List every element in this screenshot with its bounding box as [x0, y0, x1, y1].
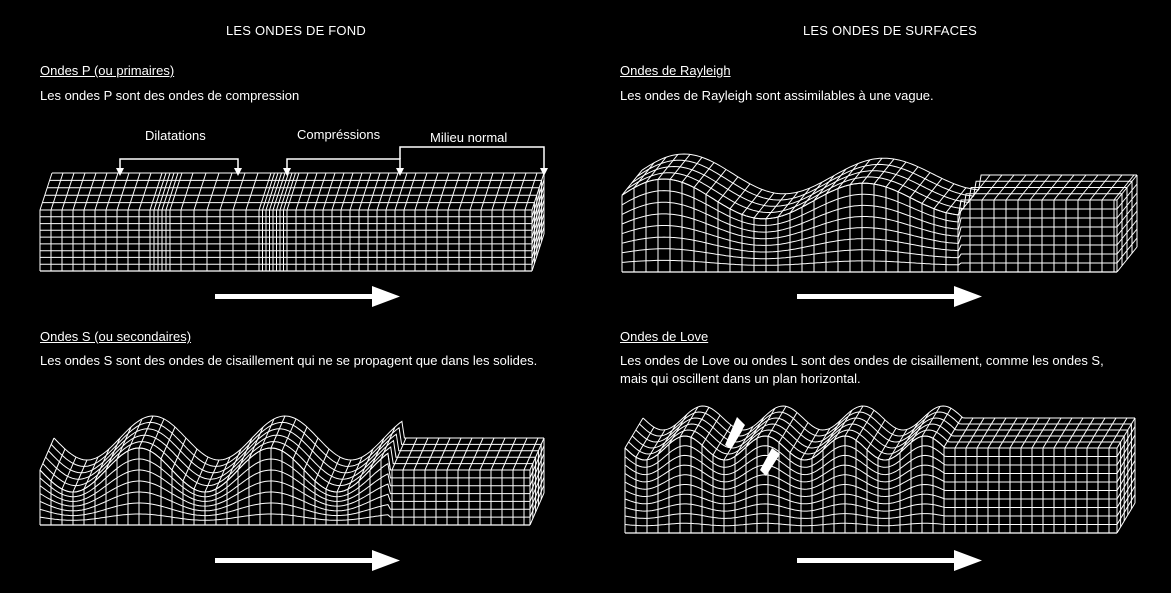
- dilatations-right-arrowhead: [234, 168, 242, 176]
- p-waves-title: Ondes P (ou primaires): [40, 63, 175, 78]
- compressions-left-arrowhead: [283, 168, 291, 176]
- love-waves-description-line1: Les ondes de Love ou ondes L sont des on…: [620, 353, 1104, 368]
- dilatations-label: Dilatations: [145, 128, 206, 143]
- normal-medium-label: Milieu normal: [430, 130, 508, 145]
- love-wave-arrow-right-icon: [797, 550, 982, 571]
- compressions-label: Compréssions: [297, 127, 381, 142]
- compressions-right-arrowhead: [396, 168, 404, 176]
- surface-waves-title: LES ONDES DE SURFACES: [803, 23, 977, 38]
- rayleigh-waves-description: Les ondes de Rayleigh sont assimilables …: [620, 88, 934, 103]
- love-waves-title: Ondes de Love: [620, 329, 709, 344]
- rayleigh-wave-block: [621, 153, 1138, 273]
- s-waves-description: Les ondes S sont des ondes de cisailleme…: [40, 353, 538, 368]
- p-waves-description: Les ondes P sont des ondes de compressio…: [40, 88, 300, 103]
- s-waves-title: Ondes S (ou secondaires): [40, 329, 192, 344]
- s-wave-block: [39, 415, 545, 526]
- normal-medium-bracket: [399, 146, 545, 172]
- love-waves-description-line2: mais qui oscillent dans un plan horizont…: [620, 371, 861, 386]
- compressions-bracket: [286, 158, 401, 172]
- love-wave-block: [624, 405, 1136, 534]
- normal-medium-arrowhead: [540, 168, 548, 176]
- dilatations-left-arrowhead: [116, 168, 124, 176]
- p-wave-arrow-right-icon: [215, 286, 400, 307]
- dilatations-bracket: [119, 158, 239, 172]
- s-wave-arrow-right-icon: [215, 550, 400, 571]
- deep-waves-title: LES ONDES DE FOND: [226, 23, 366, 38]
- rayleigh-wave-arrow-right-icon: [797, 286, 982, 307]
- p-wave-block: [39, 172, 545, 272]
- rayleigh-waves-title: Ondes de Rayleigh: [620, 63, 731, 78]
